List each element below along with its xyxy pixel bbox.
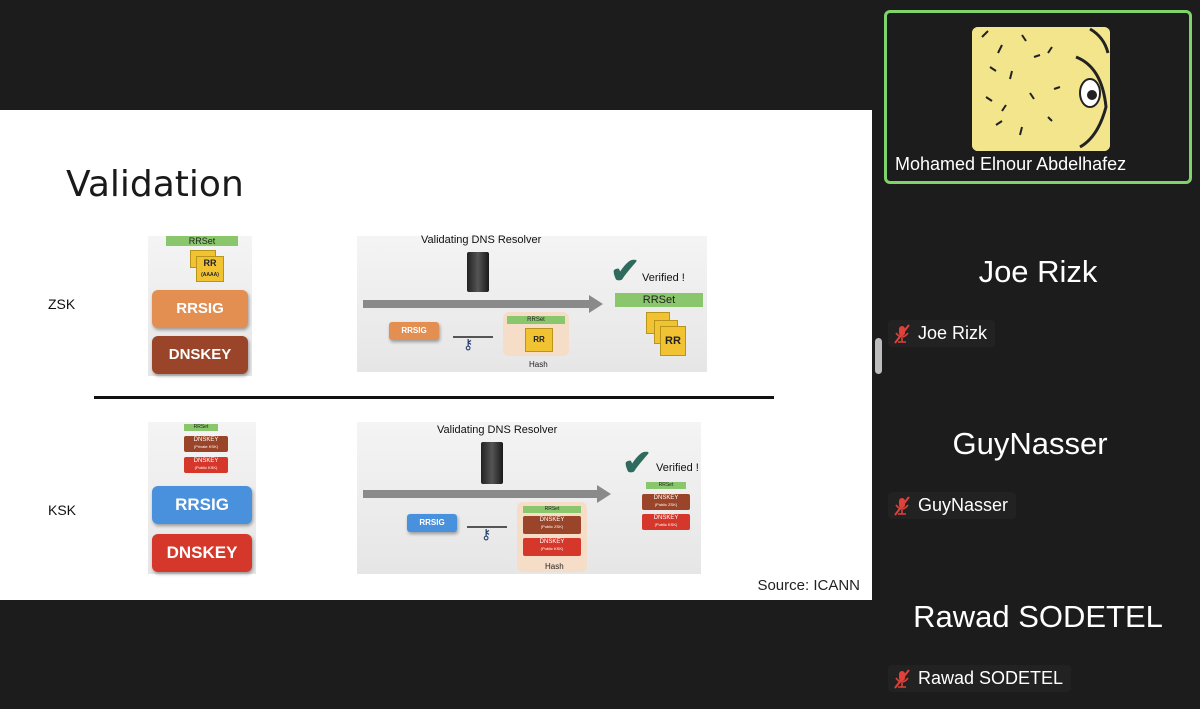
ksk-inner-dnskey-ksk-sub: (Public KSK)	[540, 546, 564, 551]
zsk-signing-panel: RRSet RR (AAAA) RRSIG DNSKEY	[148, 236, 252, 376]
ksk-label: KSK	[48, 502, 77, 518]
participant-tile[interactable]: Rawad SODETEL Rawad SODETEL	[884, 533, 1192, 703]
ksk-dnskey-button: DNSKEY	[152, 534, 252, 572]
ksk-inner-dnskey-ksk: DNSKEY (Public KSK)	[523, 538, 581, 556]
key-icon: ⚷	[463, 336, 474, 352]
section-divider	[94, 396, 774, 399]
participant-nametag-label: Rawad SODETEL	[918, 668, 1064, 688]
ksk-dnskey-public-sub: (Public KSK)	[194, 465, 218, 470]
zsk-inner-rrset: RRSet	[507, 316, 565, 324]
zsk-label: ZSK	[48, 296, 76, 312]
zsk-flow-arrow	[363, 300, 589, 308]
ksk-inner-dnskey-zsk-sub: (Public ZSK)	[540, 524, 564, 529]
ksk-inner-arrow	[467, 526, 507, 528]
mic-muted-icon	[894, 495, 910, 516]
checkmark-icon: ✔	[622, 442, 653, 483]
ksk-result-dnskey-zsk-sub: (Public ZSK)	[654, 502, 678, 507]
ksk-hash-label: Hash	[545, 562, 564, 571]
participant-nametag-label: Joe Rizk	[918, 323, 988, 343]
ksk-result-dnskey-ksk-text: DNSKEY	[653, 515, 679, 521]
ksk-hash-box: RRSet DNSKEY (Public ZSK) DNSKEY (Public…	[517, 502, 587, 572]
ksk-result-dnskey-ksk: DNSKEY (Public KSK)	[642, 514, 690, 530]
zsk-rrset-bar: RRSet	[166, 236, 238, 246]
participant-display-name: GuyNasser	[952, 426, 1108, 461]
zsk-rr-card: RR (AAAA)	[196, 256, 224, 282]
participant-nametag: Rawad SODETEL	[888, 665, 1072, 692]
ksk-inner-dnskey-zsk: DNSKEY (Public ZSK)	[523, 516, 581, 534]
ksk-dnskey-private-sub: (Private KSK)	[193, 444, 219, 449]
ksk-dnskey-private: DNSKEY (Private KSK)	[184, 436, 228, 452]
slide-title: Validation	[66, 164, 244, 205]
slide-source: Source: ICANN	[757, 577, 860, 594]
zsk-hash-label: Hash	[529, 360, 548, 369]
key-icon: ⚷	[481, 526, 492, 542]
participant-tile[interactable]: GuyNasser GuyNasser	[884, 360, 1192, 530]
shared-slide: Validation ZSK RRSet RR (AAAA) RRSIG DNS…	[0, 110, 872, 600]
ksk-inner-rrset: RRSet	[523, 506, 581, 513]
ksk-result-dnskey-zsk: DNSKEY (Public ZSK)	[642, 494, 690, 510]
ksk-result-dnskey-ksk-sub: (Public KSK)	[654, 522, 678, 527]
ksk-inner-rrsig: RRSIG	[407, 514, 457, 532]
participant-nametag-label: GuyNasser	[918, 495, 1009, 515]
zsk-verified-text: Verified !	[642, 272, 685, 284]
ksk-resolver-title: Validating DNS Resolver	[437, 424, 558, 436]
participant-nametag: Joe Rizk	[888, 320, 996, 347]
participant-name: Mohamed Elnour Abdelhafez	[895, 154, 1127, 174]
ksk-rrsig-button: RRSIG	[152, 486, 252, 524]
zsk-inner-rr: RR	[525, 328, 553, 352]
zsk-resolver-title: Validating DNS Resolver	[421, 234, 542, 246]
zsk-rrsig-button: RRSIG	[152, 290, 248, 328]
avatar-drawing	[972, 27, 1110, 151]
avatar	[972, 27, 1110, 151]
ksk-inner-dnskey-ksk-text: DNSKEY	[539, 539, 565, 545]
panel-resize-handle[interactable]	[875, 338, 882, 374]
participant-nametag: GuyNasser	[888, 492, 1017, 519]
arrow-head-icon	[597, 485, 611, 503]
ksk-dnskey-private-text: DNSKEY	[193, 437, 219, 443]
ksk-rrset-bar: RRSet	[184, 424, 218, 431]
ksk-result-dnskey-zsk-text: DNSKEY	[653, 495, 679, 501]
mic-muted-icon	[894, 323, 910, 344]
zsk-inner-rrsig: RRSIG	[389, 322, 439, 340]
checkmark-icon: ✔	[610, 250, 641, 291]
zsk-result-rr: RR	[660, 326, 686, 356]
ksk-dnskey-public-text: DNSKEY	[193, 458, 219, 464]
zsk-hash-box: RRSet RR	[503, 312, 569, 356]
mic-muted-icon	[894, 668, 910, 689]
participant-display-name: Rawad SODETEL	[913, 599, 1163, 634]
ksk-verified-text: Verified !	[656, 462, 699, 474]
participant-tile-active[interactable]: Mohamed Elnour Abdelhafez	[884, 10, 1192, 184]
server-icon	[481, 442, 503, 484]
participant-display-name: Joe Rizk	[978, 254, 1098, 289]
zsk-result-rrset: RRSet	[615, 293, 703, 307]
arrow-head-icon	[589, 295, 603, 313]
ksk-dnskey-public: DNSKEY (Public KSK)	[184, 457, 228, 473]
zsk-rr-sub: (AAAA)	[201, 272, 219, 278]
zsk-dnskey-button: DNSKEY	[152, 336, 248, 374]
ksk-flow-arrow	[363, 490, 597, 498]
zsk-rr-text: RR	[203, 258, 217, 268]
ksk-signing-panel: RRSet DNSKEY (Private KSK) DNSKEY (Publi…	[148, 422, 256, 574]
ksk-result-rrset: RRSet	[646, 482, 686, 489]
ksk-inner-dnskey-zsk-text: DNSKEY	[539, 517, 565, 523]
server-icon	[467, 252, 489, 292]
zsk-inner-arrow	[453, 336, 493, 338]
participant-tile[interactable]: Joe Rizk Joe Rizk	[884, 188, 1192, 358]
